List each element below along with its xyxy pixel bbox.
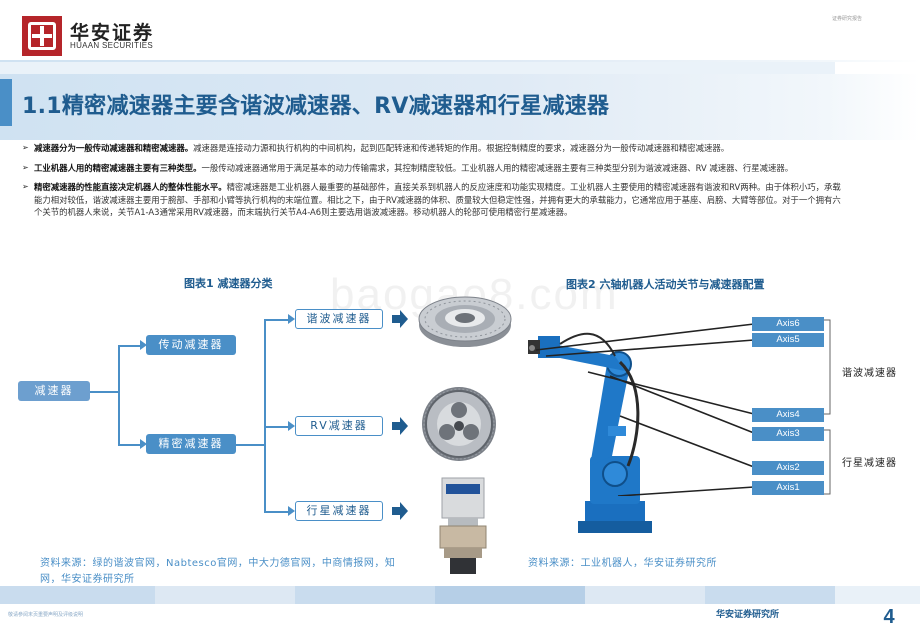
bullet-arrow-icon: ➢ — [22, 162, 29, 172]
tree-node-precision-reducer: 精密减速器 — [146, 434, 236, 454]
tree-connector — [264, 319, 266, 512]
bullet-item: ➢ 工业机器人用的精密减速器主要有三种类型。一般传动减速器通常用于满足基本的动力… — [22, 162, 842, 175]
fat-arrow-icon — [392, 502, 408, 520]
bullet-bold-lead: 工业机器人用的精密减速器主要有三种类型。 — [34, 162, 202, 173]
planetary-reducer-image — [439, 477, 487, 574]
axis5-label: Axis5 — [752, 333, 824, 347]
tree-connector — [264, 426, 290, 428]
fat-arrow-icon — [392, 417, 408, 435]
axis4-label: Axis4 — [752, 408, 824, 422]
axis2-label: Axis2 — [752, 461, 824, 475]
bullet-bold-lead: 减速器分为一般传动减速器和精密减速器。 — [34, 143, 194, 153]
axis-group-brackets — [824, 319, 831, 495]
harmonic-reducer-image — [418, 296, 512, 347]
tree-arrow-icon — [140, 439, 147, 449]
logo-chinese-name: 华安证券 — [70, 22, 155, 44]
logo-english-name: HUAAN SECURITIES — [70, 41, 154, 50]
tree-leaf-harmonic-reducer: 谐波减速器 — [295, 309, 383, 329]
axis1-label: Axis1 — [752, 481, 824, 495]
title-accent-bar — [0, 79, 12, 126]
bullet-body: 精密减速器是工业机器人最重要的基础部件，直接关系到机器人的反应速度和功能实现精度… — [34, 182, 841, 217]
bullet-item: ➢ 减速器分为一般传动减速器和精密减速器。减速器是连接动力源和执行机构的中间机构… — [22, 142, 842, 155]
planetary-group-label: 行星减速器 — [842, 458, 897, 469]
tree-connector — [118, 345, 120, 445]
title-banner-strip — [0, 62, 835, 74]
tree-arrow-icon — [288, 421, 295, 431]
figure2-caption: 图表2 六轴机器人活动关节与减速器配置 — [566, 278, 765, 291]
footer-organization: 华安证券研究所 — [716, 610, 780, 620]
tree-connector — [88, 391, 118, 393]
tree-connector — [118, 345, 144, 347]
axis-pointer-lines — [535, 323, 755, 496]
rv-reducer-image — [422, 387, 496, 461]
tree-root-reducer: 减速器 — [18, 381, 90, 401]
tree-leaf-rv-reducer: RV减速器 — [295, 416, 383, 436]
bullet-bold-lead: 精密减速器的性能直接决定机器人的整体性能水平。 — [34, 182, 227, 192]
harmonic-group-label: 谐波减速器 — [842, 368, 897, 379]
bullet-item: ➢ 精密减速器的性能直接决定机器人的整体性能水平。精密减速器是工业机器人最重要的… — [22, 181, 842, 219]
bullet-body: 一般传动减速器通常用于满足基本的动力传输需求，其控制精度较低。工业机器人用的精密… — [201, 162, 794, 173]
tree-arrow-icon — [288, 314, 295, 324]
company-logo-icon — [22, 16, 62, 56]
fat-arrow-icon — [392, 310, 408, 328]
tree-arrow-icon — [140, 340, 147, 350]
tree-leaf-planetary-reducer: 行星减速器 — [295, 501, 383, 521]
figure2-source: 资料来源：工业机器人，华安证券研究所 — [528, 558, 717, 569]
bullet-arrow-icon: ➢ — [22, 182, 29, 191]
tree-node-general-reducer: 传动减速器 — [146, 335, 236, 355]
report-type-label: 证券研究报告 — [832, 16, 863, 22]
tree-connector — [236, 444, 264, 446]
title-banner-strip-end — [835, 62, 920, 74]
page-number: 4 — [871, 604, 907, 630]
tree-arrow-icon — [288, 506, 295, 516]
tree-connector — [264, 511, 290, 513]
page-title: 1.1精密减速器主要含谐波减速器、RV减速器和行星减速器 — [22, 94, 610, 119]
bullet-list: ➢ 减速器分为一般传动减速器和精密减速器。减速器是连接动力源和执行机构的中间机构… — [22, 142, 842, 226]
figure1-caption: 图表1 减速器分类 — [184, 277, 273, 290]
bullet-body: 减速器是连接动力源和执行机构的中间机构，起到匹配转速和传递转矩的作用。根据控制精… — [193, 143, 730, 153]
axis6-label: Axis6 — [752, 317, 824, 331]
figure1-source: 资料来源：绿的谐波官网，Nabtesco官网，中大力德官网，中商情报网，知网，华… — [40, 558, 396, 585]
tree-connector — [264, 319, 290, 321]
footer-disclaimer: 敬请参阅末页重要声明及评级说明 — [8, 612, 84, 618]
industrial-robot-image — [528, 332, 652, 533]
bullet-arrow-icon: ➢ — [22, 143, 29, 152]
tree-connector — [118, 444, 144, 446]
axis3-label: Axis3 — [752, 427, 824, 441]
footer-band — [0, 586, 920, 604]
